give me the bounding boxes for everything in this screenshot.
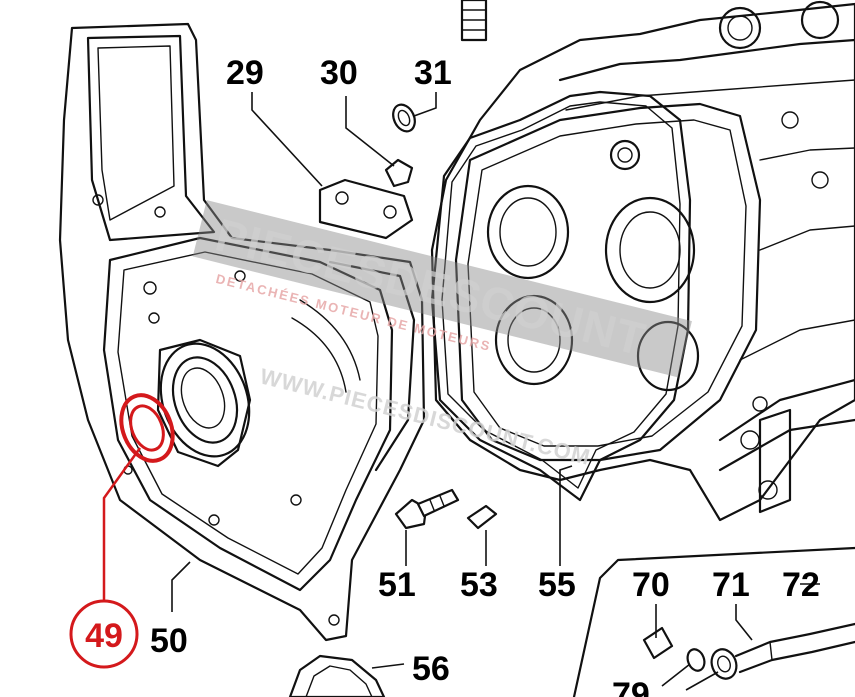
timing-cover-housing [58, 22, 426, 642]
callout-56: 56 [412, 650, 450, 688]
callout-71: 71 [712, 566, 750, 604]
cover-part-56 [288, 654, 386, 697]
plate-part [318, 178, 414, 240]
highlighted-callout: 49 [69, 599, 139, 669]
callout-53: 53 [460, 566, 498, 604]
callout-70: 70 [632, 566, 670, 604]
callout-30: 30 [320, 54, 358, 92]
engine-block [430, 0, 855, 522]
callout-50: 50 [150, 622, 188, 660]
leader-lines [102, 92, 820, 691]
callout-79: 79 [612, 676, 650, 697]
bolt-part-30 [384, 158, 414, 188]
callout-55: 55 [538, 566, 576, 604]
pin-part-53 [466, 504, 498, 530]
callout-29: 29 [226, 54, 264, 92]
bolt-part-51 [394, 488, 460, 530]
callout-labels: 29 30 31 50 51 53 55 56 70 71 72 79 [150, 54, 820, 697]
callout-31: 31 [414, 54, 452, 92]
pipe-fitting-group [572, 546, 855, 697]
watermark-band [192, 200, 692, 378]
gasket [430, 90, 692, 502]
washer-part-31 [392, 103, 416, 133]
callout-72: 72 [782, 566, 820, 604]
oil-seal-ring [119, 393, 175, 463]
callout-49-ring [69, 599, 139, 669]
callout-51: 51 [378, 566, 416, 604]
callout-49: 49 [85, 617, 123, 655]
